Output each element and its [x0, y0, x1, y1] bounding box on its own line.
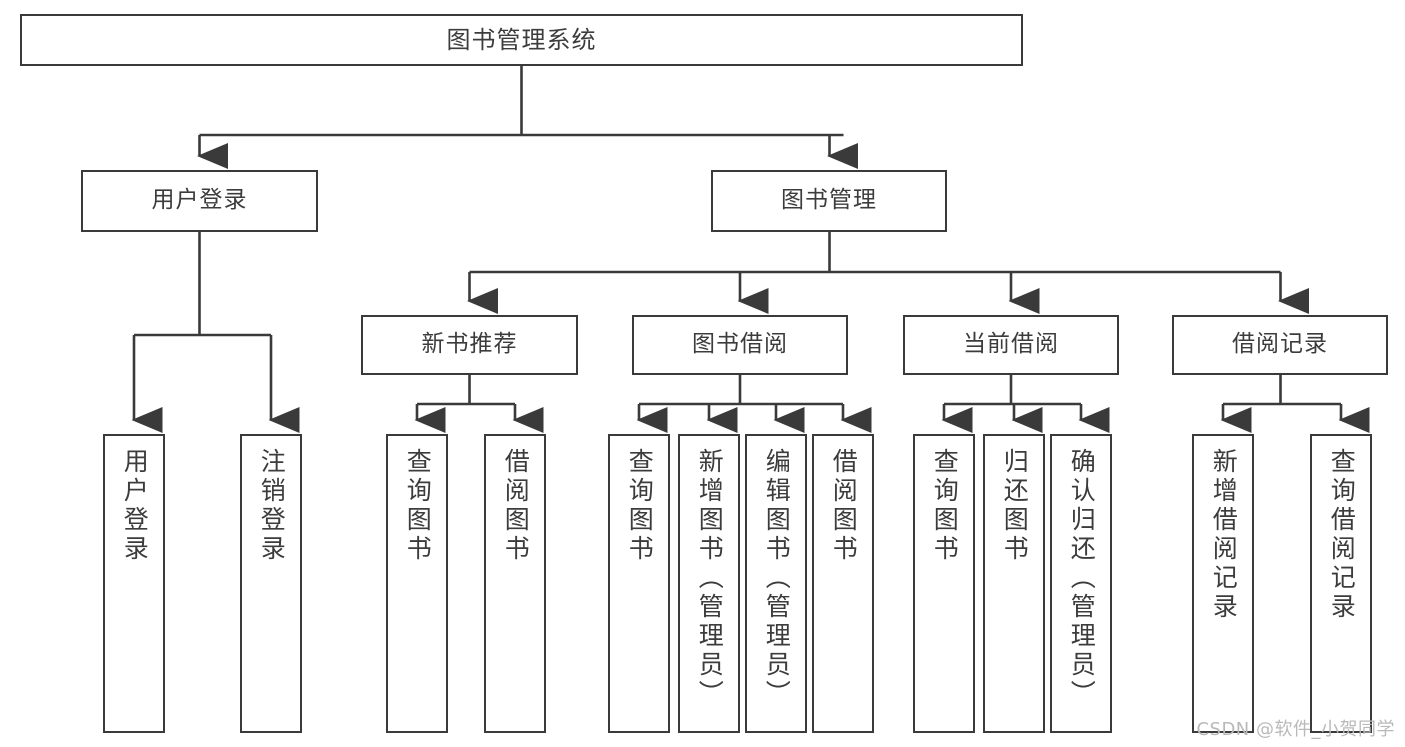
- node-book-management-label: 图书管理: [781, 187, 877, 214]
- leaf-label: 新增借阅记录: [1209, 448, 1239, 622]
- leaf-node[interactable]: 查询图书: [913, 434, 975, 733]
- node-current-borrow-label: 当前借阅: [963, 331, 1059, 358]
- leaf-node[interactable]: 查询借阅记录: [1310, 434, 1372, 733]
- node-user-login[interactable]: 用户登录: [81, 170, 318, 232]
- leaf-node[interactable]: 用户登录: [103, 434, 165, 733]
- node-book-management[interactable]: 图书管理: [711, 170, 947, 232]
- leaf-label: 注销登录: [257, 448, 287, 564]
- leaf-label: 用户登录: [120, 448, 150, 564]
- node-root-label: 图书管理系统: [446, 25, 597, 54]
- node-root[interactable]: 图书管理系统: [20, 14, 1023, 66]
- leaf-node[interactable]: 查询图书: [608, 434, 670, 733]
- leaf-label: 查询图书: [625, 448, 655, 564]
- leaf-node[interactable]: 编辑图书（管理员）: [745, 434, 807, 733]
- leaf-label: 借阅图书: [829, 448, 859, 564]
- leaf-label: 借阅图书: [501, 448, 531, 564]
- leaf-node[interactable]: 归还图书: [983, 434, 1045, 733]
- leaf-label: 归还图书: [1000, 448, 1030, 564]
- node-new-book-recommend[interactable]: 新书推荐: [361, 315, 578, 375]
- node-borrow-records[interactable]: 借阅记录: [1172, 315, 1388, 375]
- leaf-label: 查询图书: [930, 448, 960, 564]
- node-book-borrow[interactable]: 图书借阅: [632, 315, 848, 375]
- node-current-borrow[interactable]: 当前借阅: [903, 315, 1119, 375]
- leaf-node[interactable]: 借阅图书: [484, 434, 546, 733]
- node-book-borrow-label: 图书借阅: [692, 331, 788, 358]
- node-borrow-records-label: 借阅记录: [1232, 331, 1328, 358]
- leaf-label: 查询借阅记录: [1327, 448, 1357, 622]
- node-user-login-label: 用户登录: [151, 187, 248, 214]
- leaf-label: 查询图书: [403, 448, 433, 564]
- leaf-node[interactable]: 借阅图书: [812, 434, 874, 733]
- node-new-book-recommend-label: 新书推荐: [421, 331, 518, 358]
- leaf-node[interactable]: 新增借阅记录: [1192, 434, 1254, 733]
- leaf-label: 编辑图书（管理员）: [762, 448, 792, 709]
- leaf-node[interactable]: 确认归还（管理员）: [1050, 434, 1112, 733]
- leaf-node[interactable]: 新增图书（管理员）: [678, 434, 740, 733]
- leaf-label: 确认归还（管理员）: [1067, 448, 1097, 709]
- leaf-label: 新增图书（管理员）: [695, 448, 725, 709]
- leaf-node[interactable]: 查询图书: [386, 434, 448, 733]
- leaf-node[interactable]: 注销登录: [240, 434, 302, 733]
